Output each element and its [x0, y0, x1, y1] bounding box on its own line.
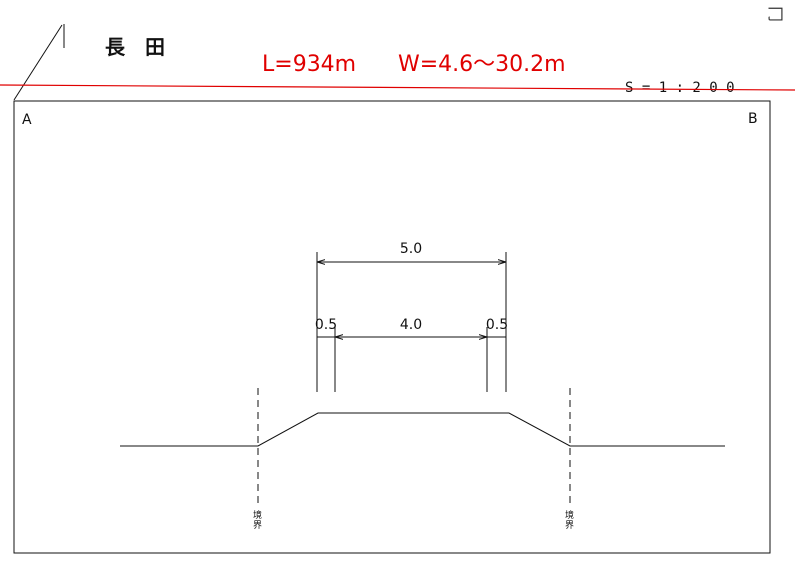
boundary-label-right-line1: 境 [565, 509, 574, 521]
edge-glyph: 冂 [766, 6, 785, 22]
corner-label-a: A [22, 112, 32, 128]
width-label: W=4.6～30.2m [398, 52, 566, 77]
scale-label: S = 1 : 2 0 0 [625, 80, 735, 96]
leader-diagonal-line [13, 24, 63, 101]
dimension-label-crown: 4.0 [400, 317, 422, 333]
boundary-label-left-line1: 境 [253, 509, 262, 521]
length-label: L=934m [262, 52, 356, 77]
boundary-label-right: 境 界 [565, 509, 577, 531]
place-name: 長 田 [105, 35, 165, 59]
boundary-label-right-line2: 界 [565, 520, 574, 531]
corner-label-b: B [748, 111, 758, 127]
dimension-label-left-shoulder: 0.5 [315, 317, 337, 333]
dimension-label-total: 5.0 [400, 241, 422, 257]
red-section-line [0, 84, 795, 91]
boundary-label-left-line2: 界 [253, 520, 262, 531]
section-frame [13, 100, 771, 554]
boundary-label-left: 境 界 [253, 509, 265, 531]
ground-profile-line [120, 412, 725, 447]
dimension-label-right-shoulder: 0.5 [486, 317, 508, 333]
